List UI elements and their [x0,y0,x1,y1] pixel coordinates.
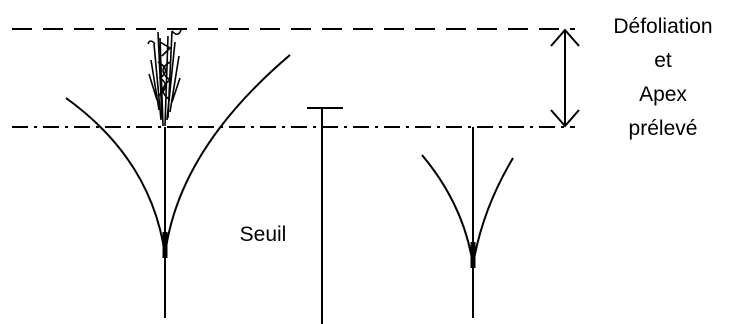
plant-regrowth-left-leaf [421,154,474,266]
label-seuil: Seuil [240,223,287,246]
defoliated-tuft [147,29,182,127]
plant-regrowth [421,127,514,318]
seuil-marker [307,107,343,324]
label-preleve: prélevé [629,117,698,140]
plant-cut-left-leaf [65,97,166,256]
plant-regrowth-right-leaf [472,157,514,266]
double-headed-arrow [550,28,580,128]
label-apex: Apex [639,83,687,106]
plant-cut [65,29,291,318]
label-defoliation: Défoliation [613,15,712,38]
plant-cut-right-leaf [164,54,291,256]
label-et: et [654,49,672,72]
